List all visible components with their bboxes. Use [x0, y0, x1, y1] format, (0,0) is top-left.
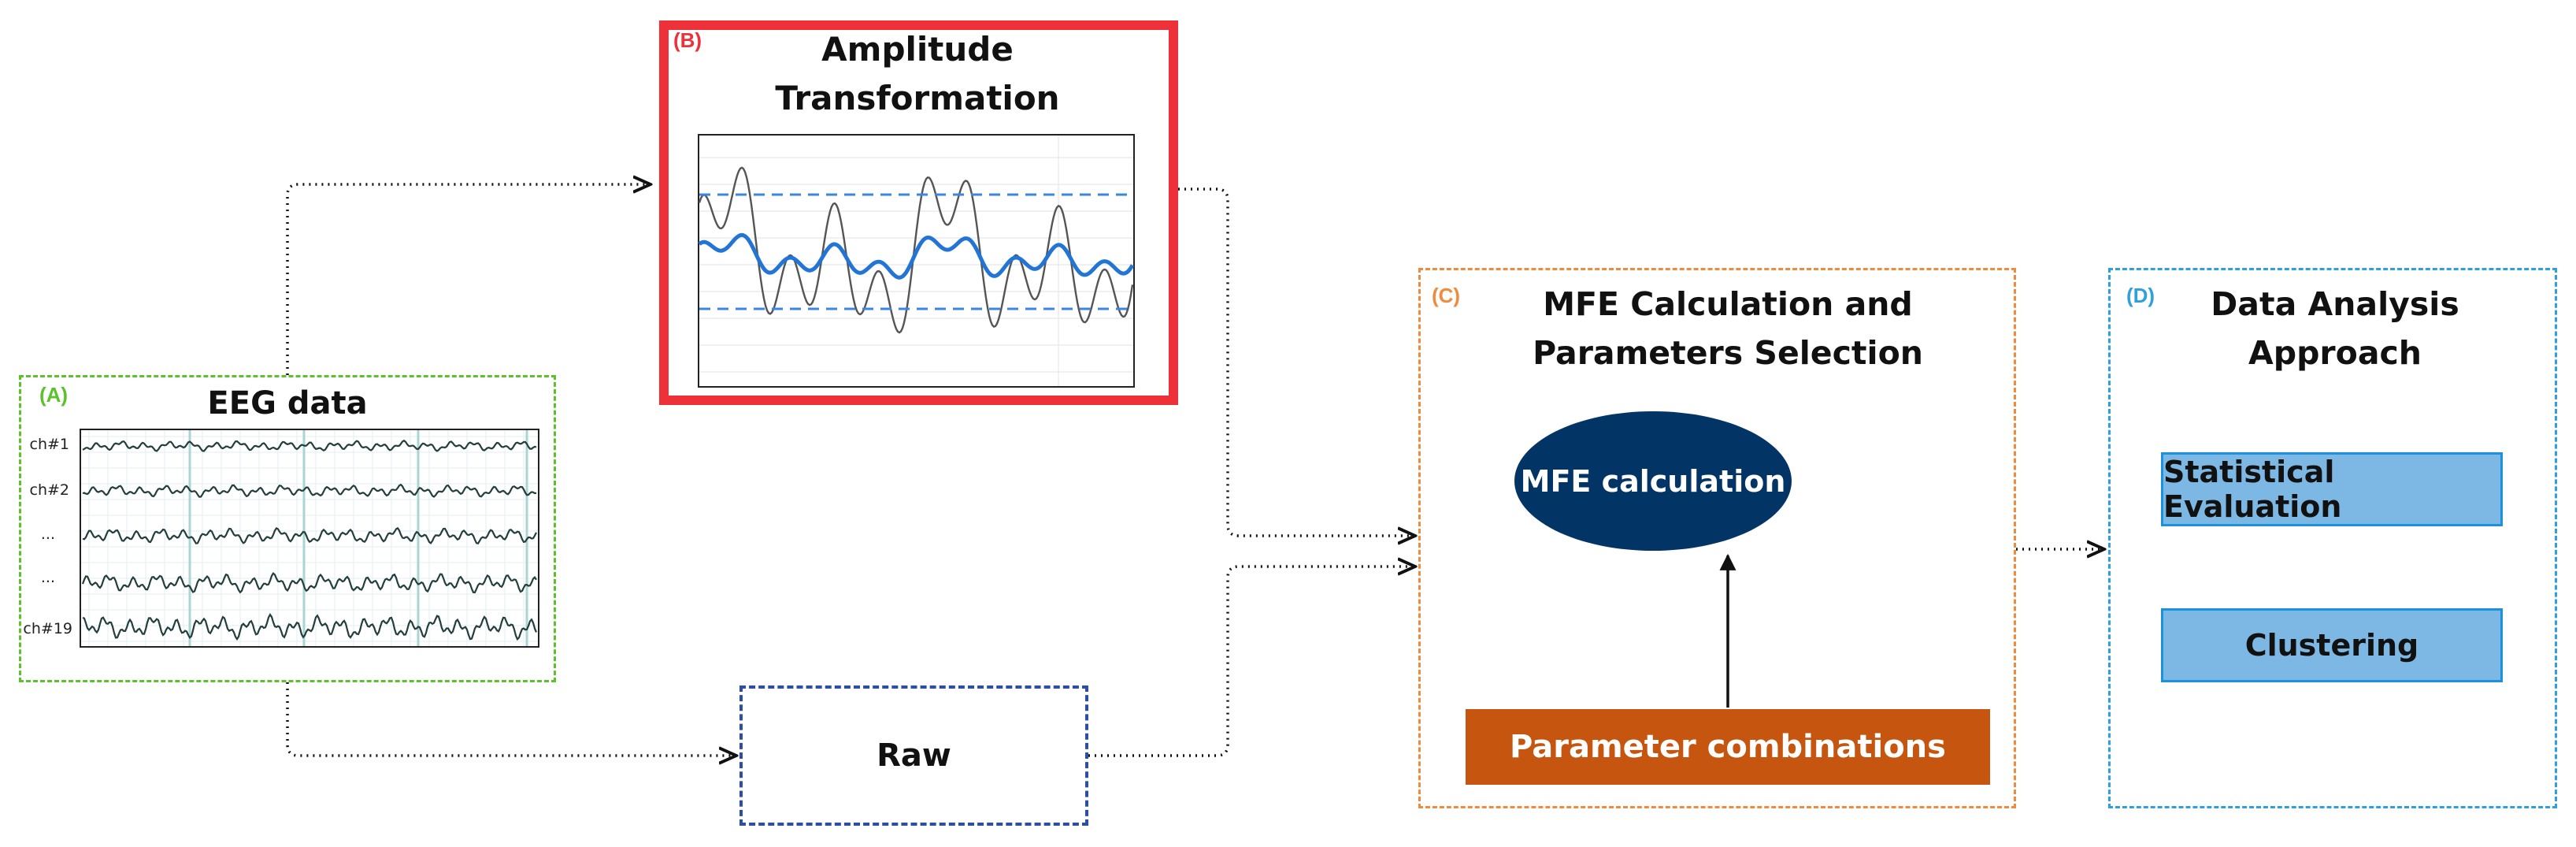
raw-label: Raw [877, 737, 951, 774]
transformed-signal-line [698, 232, 1135, 280]
panel-eeg-data [19, 375, 556, 682]
arrow-a-to-b [286, 184, 650, 375]
panel-c-title-line: MFE Calculation and [1543, 285, 1913, 323]
panel-d-title: Data Analysis Approach [2158, 280, 2512, 377]
statistical-evaluation-box: Statistical Evaluation [2161, 452, 2503, 526]
panel-b-title-line: Amplitude [821, 30, 1014, 69]
eeg-channel-trace [82, 526, 537, 544]
panel-b-title: Amplitude Transformation [709, 25, 1126, 123]
panel-d-tag: (D) [2126, 284, 2155, 307]
channel-label: ... [40, 569, 55, 586]
panel-d-title-line: Approach [2248, 334, 2422, 372]
mfe-calculation-node: MFE calculation [1514, 411, 1792, 551]
raw-box [739, 685, 1088, 826]
eeg-channel-trace [81, 572, 537, 594]
panel-d-title-line: Data Analysis [2211, 285, 2459, 323]
panel-b-title-line: Transformation [775, 79, 1060, 117]
arrow-b-to-c [1178, 188, 1415, 536]
panel-a-title: EEG data [207, 385, 368, 422]
eeg-plot-frame [80, 429, 539, 648]
panel-c-tag: (C) [1432, 284, 1461, 307]
panel-c-title-line: Parameters Selection [1533, 334, 1923, 372]
panel-mfe-calculation [1418, 268, 2016, 808]
arrow-a-to-raw [286, 682, 736, 756]
panel-amplitude-transformation [659, 20, 1178, 405]
eeg-signal-plot [80, 429, 539, 648]
channel-label: ... [40, 526, 55, 543]
eeg-channel-trace [82, 439, 537, 452]
channel-label: ch#1 [29, 436, 70, 453]
channel-label: ch#19 [23, 620, 72, 637]
parameter-combinations-box: Parameter combinations [1466, 709, 1990, 785]
panel-data-analysis [2108, 268, 2557, 808]
panel-c-title: MFE Calculation and Parameters Selection [1466, 280, 1990, 377]
panel-b-tag: (B) [673, 28, 702, 52]
raw-signal-line [698, 166, 1134, 334]
eeg-channel-trace [82, 483, 537, 498]
arrow-raw-to-c [1088, 567, 1415, 757]
channel-label: ch#2 [29, 481, 70, 499]
panel-a-tag: (A) [39, 383, 69, 407]
eeg-channel-trace [82, 613, 538, 641]
amplitude-signal-plot [698, 134, 1135, 388]
clustering-box: Clustering [2161, 608, 2503, 682]
amplitude-plot-frame [698, 134, 1135, 388]
